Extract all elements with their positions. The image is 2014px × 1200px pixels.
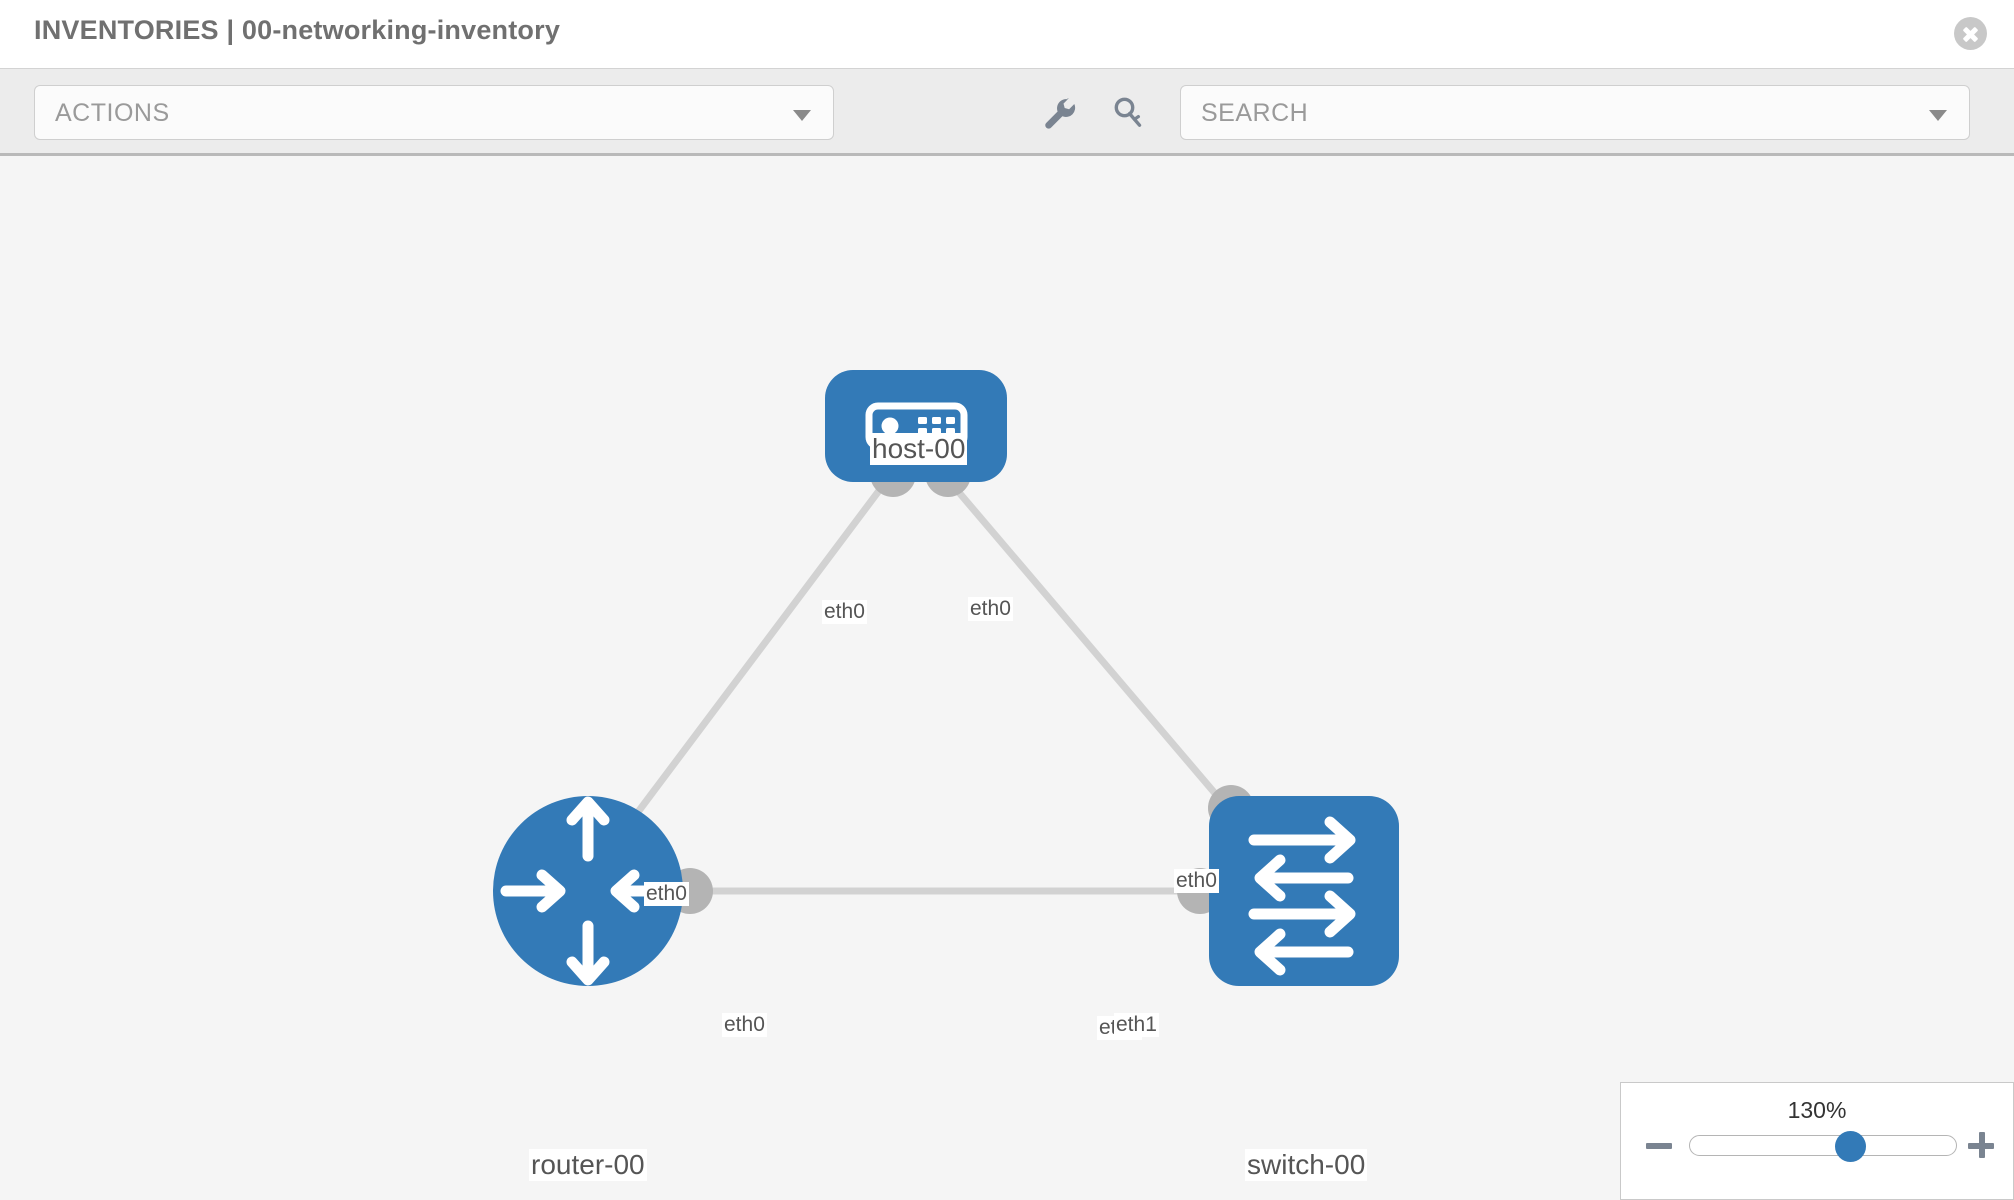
- edge-host00-switch00[interactable]: [942, 473, 1233, 814]
- node-label-host-00: host-00: [870, 433, 968, 465]
- close-icon[interactable]: [1954, 17, 1987, 50]
- node-label-switch-00: switch-00: [1245, 1149, 1368, 1181]
- toolbar: ACTIONS SEARCH: [0, 68, 2014, 156]
- zoom-control-panel: 130%: [1620, 1082, 2014, 1200]
- switch-arrows-icon: [1248, 816, 1356, 976]
- edge-label-switch00-eth1: eth1: [1114, 1013, 1159, 1037]
- edge-label-router00-uplink-eth0: eth0: [644, 882, 689, 906]
- zoom-level-value: 130%: [1787, 1097, 1847, 1123]
- edge-host00-router00[interactable]: [617, 473, 893, 839]
- node-switch-00[interactable]: [1209, 796, 1399, 986]
- edge-label-switch00-uplink-eth0: eth0: [1174, 869, 1219, 893]
- topology-graph: [493, 370, 1399, 986]
- search-placeholder: SEARCH: [1201, 99, 1309, 127]
- page-title: INVENTORIES | 00-networking-inventory: [34, 15, 561, 45]
- topology-anchors: [667, 451, 1254, 914]
- topology-edges: [617, 473, 1233, 895]
- topology-canvas[interactable]: host-00 router-00 switch-00 eth0 eth0 et…: [0, 156, 2014, 1200]
- zoom-in-button[interactable]: [1965, 1129, 1997, 1161]
- key-icon[interactable]: [1108, 94, 1146, 132]
- chevron-down-icon: [793, 110, 811, 121]
- search-input[interactable]: SEARCH: [1180, 85, 1970, 140]
- actions-dropdown-label: ACTIONS: [55, 99, 170, 127]
- edge-label-host00-eth0-right: eth0: [968, 597, 1013, 621]
- zoom-out-button[interactable]: [1643, 1129, 1675, 1161]
- edge-label-router00-eth0: eth0: [722, 1013, 767, 1037]
- zoom-slider[interactable]: [1689, 1131, 1957, 1162]
- node-label-router-00: router-00: [529, 1149, 647, 1181]
- zoom-slider-thumb[interactable]: [1835, 1131, 1867, 1162]
- node-host-00[interactable]: [825, 370, 1007, 482]
- node-router-00[interactable]: [493, 796, 683, 986]
- router-arrows-icon: [500, 796, 676, 986]
- chevron-down-icon[interactable]: [1929, 110, 1947, 121]
- page-header: INVENTORIES | 00-networking-inventory: [0, 0, 2014, 68]
- actions-dropdown[interactable]: ACTIONS: [34, 85, 834, 140]
- edge-label-host00-eth0: eth0: [822, 600, 867, 624]
- wrench-icon[interactable]: [1040, 94, 1078, 132]
